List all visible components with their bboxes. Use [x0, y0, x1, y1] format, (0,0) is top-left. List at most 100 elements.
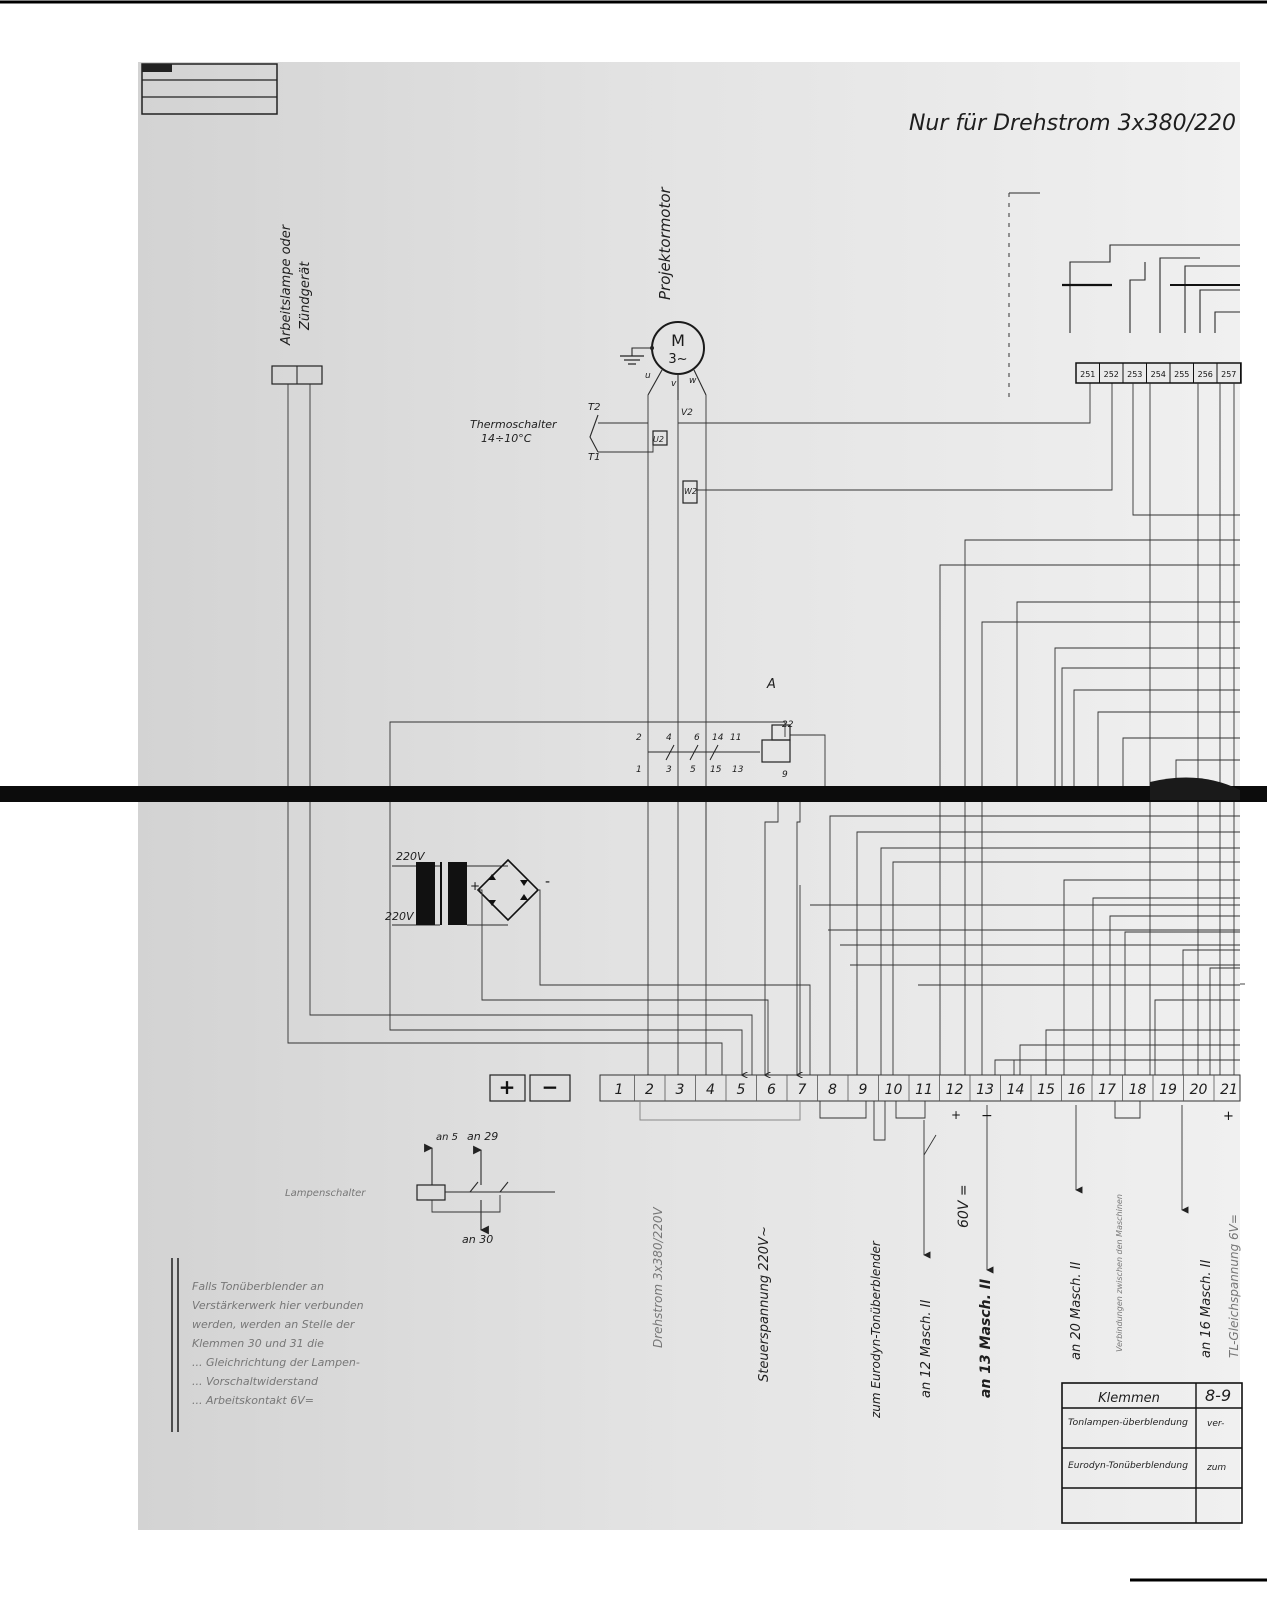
note-block: Falls Tonüberblender an Verstärkerwerk hi…	[171, 1258, 364, 1432]
motor-phase-v: v	[671, 379, 677, 389]
switch-top-6: 6	[694, 733, 700, 743]
terminal-minus: −	[542, 1075, 559, 1099]
table-col2: 8-9	[1205, 1386, 1231, 1405]
wire-tag-v2: V2	[681, 408, 693, 418]
transformer-primary: 220V	[396, 850, 426, 863]
terminal-21: 21	[1220, 1082, 1238, 1098]
switch-bottom-3: 3	[666, 765, 672, 775]
transformer-secondary: 220V	[385, 910, 415, 923]
motor-phase-u: u	[645, 371, 651, 381]
switch-bottom-13: 13	[732, 765, 744, 775]
lamp-switch-to-5: an 5	[436, 1132, 458, 1143]
wiring-harness	[799, 539, 1245, 1075]
rectifier-minus: -	[545, 874, 550, 890]
switch-bottom-5: 5	[690, 765, 696, 775]
lamp-switch-to-29: an 29	[467, 1130, 498, 1143]
relay-terminal-253: 253	[1127, 370, 1142, 379]
terminal-17: 17	[1098, 1082, 1116, 1098]
terminal-5: 5	[737, 1082, 746, 1098]
terminal-10: 10	[885, 1082, 903, 1098]
label-60v: 60V =	[956, 1184, 972, 1228]
switch-top-22: 22	[782, 720, 794, 730]
switch-bottom-9: 9	[782, 770, 788, 780]
switch-bottom-1: 1	[636, 765, 642, 775]
note-line: ... Gleichrichtung der Lampen-	[192, 1356, 360, 1369]
wire-tag-w2: W2	[684, 487, 697, 496]
projector-motor: Projektormotor M 3~ u v w V2 U2 W2	[620, 186, 1113, 1075]
terminal-12: 12	[946, 1082, 964, 1098]
terminal-arrows: + − +	[923, 1105, 1234, 1274]
label-an16: an 16 Masch. II	[1199, 1260, 1214, 1358]
switch-top-2: 2	[636, 733, 642, 743]
label-steuer: Steuerspannung 220V~	[757, 1226, 772, 1382]
terminal-3: 3	[676, 1082, 685, 1098]
note-line: Verstärkerwerk hier verbunden	[192, 1299, 364, 1312]
title-block	[141, 63, 278, 115]
terminal-11: 11	[915, 1082, 933, 1098]
terminal-table: Klemmen 8-9 Tonlampen-überblendung ver- …	[1061, 1382, 1243, 1524]
terminal-14: 14	[1007, 1082, 1025, 1098]
table-row2: Eurodyn-Tonüberblendung	[1068, 1461, 1188, 1471]
switch-a-label: A	[766, 677, 776, 692]
lamp-switch: an 5 an 29 an 30 Lampenschalter	[285, 1130, 555, 1246]
rectifier-plus: +	[470, 879, 480, 893]
label-an20: an 20 Masch. II	[1069, 1262, 1084, 1360]
table-row1: Tonlampen-überblendung	[1068, 1418, 1188, 1428]
note-line: Falls Tonüberblender an	[192, 1280, 324, 1293]
lamp-label-1: Arbeitslampe oder	[279, 223, 294, 346]
terminal-19: 19	[1159, 1082, 1177, 1098]
table-row2-val: zum	[1206, 1463, 1226, 1473]
diagram-title: Nur für Drehstrom 3x380/220	[909, 111, 1236, 136]
bottom-labels: Drehstrom 3x380/220V Steuerspannung 220V…	[651, 1184, 1241, 1419]
terminal-6: 6	[767, 1082, 776, 1098]
table-row1-val: ver-	[1207, 1419, 1224, 1429]
thermo-t2: T2	[588, 402, 600, 413]
table-col1: Klemmen	[1098, 1391, 1160, 1406]
terminal-13: 13	[976, 1082, 994, 1098]
terminal-plus: +	[499, 1075, 516, 1099]
terminal-2: 2	[645, 1082, 654, 1098]
switch-wires	[389, 802, 800, 1075]
relay-terminal-257: 257	[1221, 370, 1236, 379]
terminal-4: 4	[706, 1082, 715, 1098]
motor-symbol-top: M	[671, 331, 685, 350]
thermo-switch: Thermoschalter 14÷10°C T2 T1	[470, 402, 654, 463]
label-an13: an 13 Masch. II	[978, 1279, 994, 1398]
note-line: ... Arbeitskontakt 6V=	[192, 1394, 314, 1407]
terminal-16: 16	[1068, 1082, 1086, 1098]
terminal-18: 18	[1129, 1082, 1147, 1098]
switch-top-14: 14	[712, 733, 724, 743]
switch-top-11: 11	[730, 733, 741, 743]
lamp-switch-to-30: an 30	[462, 1233, 493, 1246]
relay-terminal-255: 255	[1174, 370, 1189, 379]
relay-terminal-256: 256	[1198, 370, 1213, 379]
terminal-1: 1	[615, 1082, 624, 1098]
fold-crease	[0, 786, 1267, 802]
lamp-device: Arbeitslampe oder Zündgerät	[271, 223, 753, 1075]
lamp-switch-label: Lampenschalter	[285, 1188, 366, 1199]
lamp-label-2: Zündgerät	[298, 261, 313, 331]
switch-bottom-15: 15	[710, 765, 722, 775]
note-line: werden, werden an Stelle der	[192, 1318, 356, 1331]
label-an12: an 12 Masch. II	[919, 1300, 934, 1398]
terminal-7: 7	[798, 1082, 807, 1098]
thermo-label-2: 14÷10°C	[481, 432, 532, 445]
label-tl: TL-Gleichspannung 6V=	[1227, 1214, 1241, 1358]
relay-terminal-251: 251	[1080, 370, 1095, 379]
terminal-15: 15	[1037, 1082, 1055, 1098]
terminal-13-minus: −	[981, 1108, 993, 1124]
relay-terminal-254: 254	[1151, 370, 1166, 379]
note-line: Klemmen 30 und 31 die	[192, 1337, 324, 1350]
switch-top-4: 4	[666, 733, 672, 743]
terminal-12-plus: +	[951, 1108, 961, 1122]
terminal-9: 9	[859, 1082, 868, 1098]
terminal-21-plus: +	[1223, 1109, 1234, 1124]
motor-phase-w: w	[689, 376, 697, 386]
terminal-20: 20	[1190, 1082, 1208, 1098]
motor-title: Projektormotor	[656, 186, 674, 300]
label-fuer: Verbindungen zwischen den Maschinen	[1115, 1194, 1124, 1352]
